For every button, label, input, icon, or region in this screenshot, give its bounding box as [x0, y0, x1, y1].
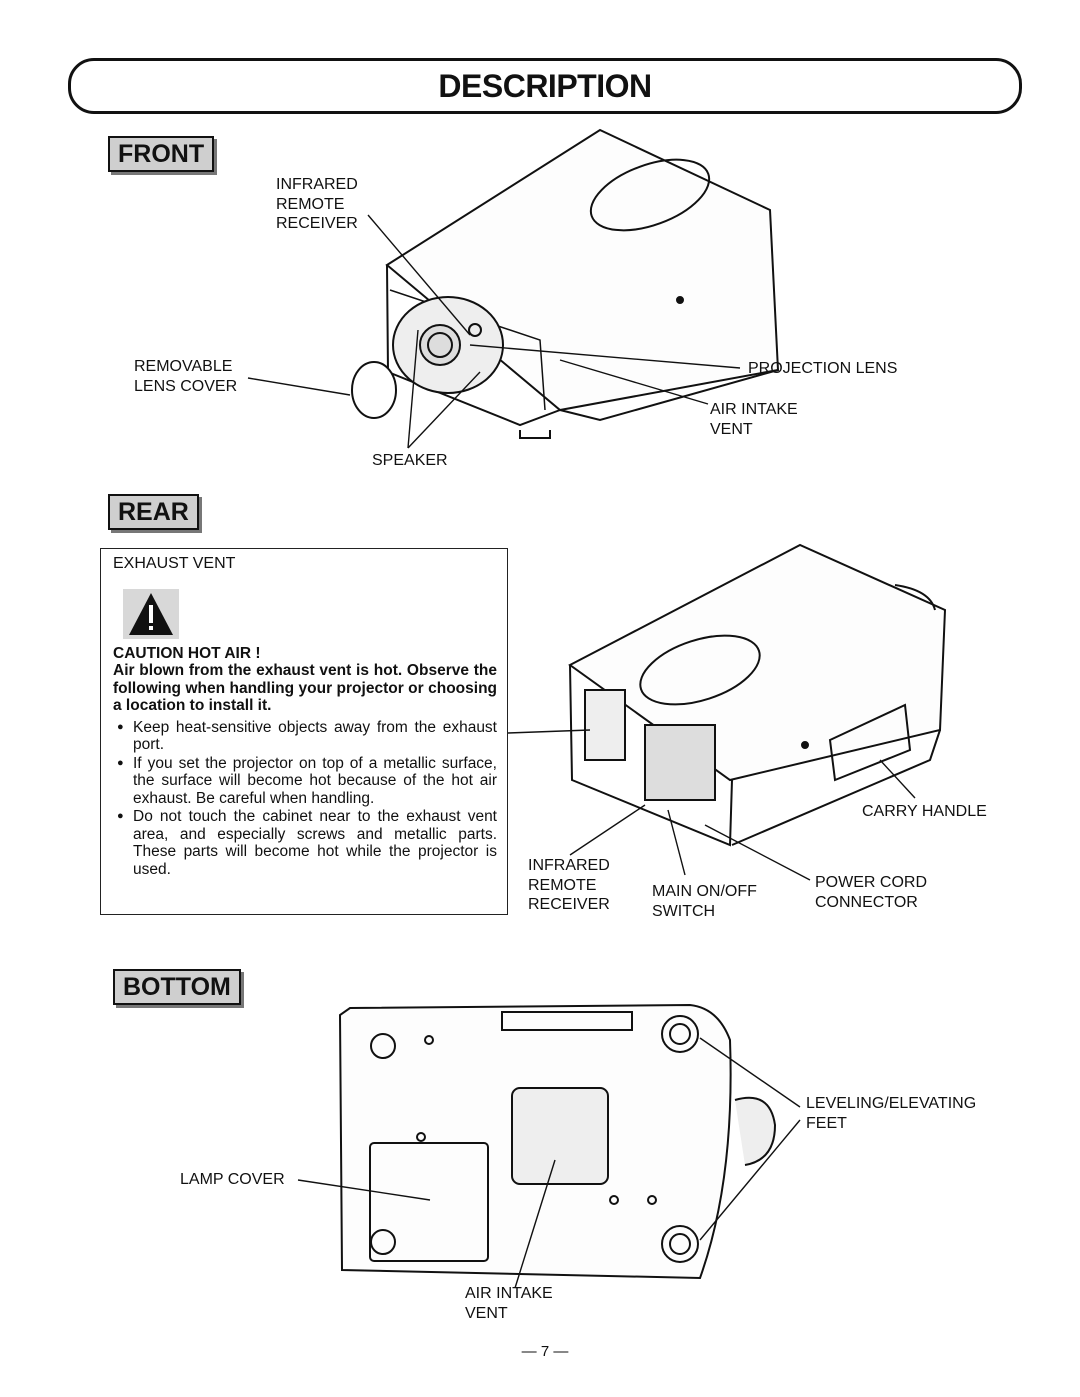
label-carry-handle: CARRY HANDLE	[862, 803, 987, 820]
section-label-rear: REAR	[108, 494, 199, 530]
label-front-air-intake: AIR INTAKE VENT	[710, 401, 798, 438]
label-lamp-cover: LAMP COVER	[180, 1171, 285, 1188]
page-title: DESCRIPTION	[438, 68, 652, 104]
list-item: If you set the projector on top of a met…	[113, 755, 497, 808]
caution-box: EXHAUST VENT CAUTION HOT AIR ! Air blown…	[100, 548, 508, 915]
section-label-front: FRONT	[108, 136, 215, 172]
label-front-ir-receiver: INFRARED REMOTE RECEIVER	[276, 176, 358, 232]
caution-intro: Air blown from the exhaust vent is hot. …	[113, 662, 497, 714]
label-bottom-air-intake: AIR INTAKE VENT	[465, 1285, 553, 1322]
label-leveling-feet: LEVELING/ELEVATING FEET	[806, 1095, 977, 1132]
front-projector-illustration	[351, 128, 780, 439]
title-frame	[68, 58, 1022, 114]
label-projection-lens: PROJECTION LENS	[748, 360, 898, 377]
list-item: Do not touch the cabinet near to the exh…	[113, 808, 497, 878]
label-power-connector: POWER CORD CONNECTOR	[815, 874, 927, 911]
label-lens-cover: REMOVABLE LENS COVER	[134, 358, 238, 395]
warning-triangle-icon	[123, 588, 179, 639]
caution-list: Keep heat-sensitive objects away from th…	[113, 719, 497, 879]
exhaust-vent-heading: EXHAUST VENT	[113, 555, 236, 572]
caution-title: CAUTION HOT AIR !	[113, 644, 261, 662]
label-speaker: SPEAKER	[372, 452, 448, 469]
section-label-bottom: BOTTOM	[113, 969, 241, 1005]
rear-projector-illustration	[568, 543, 947, 847]
page-number: — 7 —	[521, 1343, 569, 1360]
label-rear-ir-receiver: INFRARED REMOTE RECEIVER	[528, 857, 610, 913]
list-item: Keep heat-sensitive objects away from th…	[113, 719, 497, 754]
label-main-switch: MAIN ON/OFF SWITCH	[652, 883, 757, 920]
bottom-view-illustration	[338, 1003, 777, 1280]
